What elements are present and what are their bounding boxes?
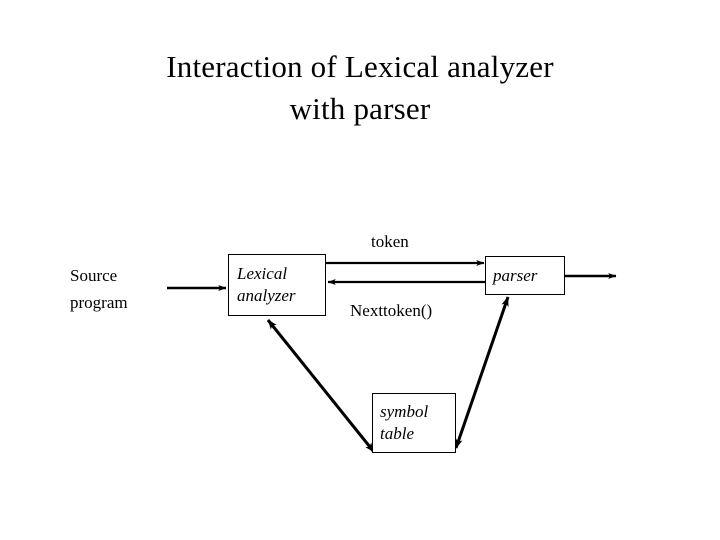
node-lexical-analyzer-line-1: Lexical	[237, 264, 288, 283]
label-nexttoken: Nexttoken()	[350, 301, 433, 320]
edge-lexical-symbol-table	[266, 319, 376, 453]
title-line-2: with parser	[289, 91, 431, 126]
node-parser[interactable]: parser	[485, 256, 565, 295]
edge-parser-symbol-table	[454, 296, 510, 449]
page-title: Interaction of Lexical analyzer with par…	[0, 46, 720, 130]
node-symbol-table-line-1: symbol	[380, 402, 429, 421]
node-lexical-analyzer-line-2: analyzer	[237, 286, 296, 305]
node-symbol-table-line-2: table	[380, 424, 414, 443]
node-parser-label: parser	[493, 265, 538, 285]
node-lexical-analyzer[interactable]: Lexical analyzer	[228, 254, 326, 316]
node-symbol-table[interactable]: symbol table	[372, 393, 456, 453]
label-token: token	[371, 232, 409, 251]
label-source-program: Source program	[70, 262, 128, 316]
label-source-program-line-1: Source	[70, 266, 118, 285]
title-line-1: Interaction of Lexical analyzer	[166, 49, 554, 84]
label-source-program-line-2: program	[70, 293, 128, 312]
